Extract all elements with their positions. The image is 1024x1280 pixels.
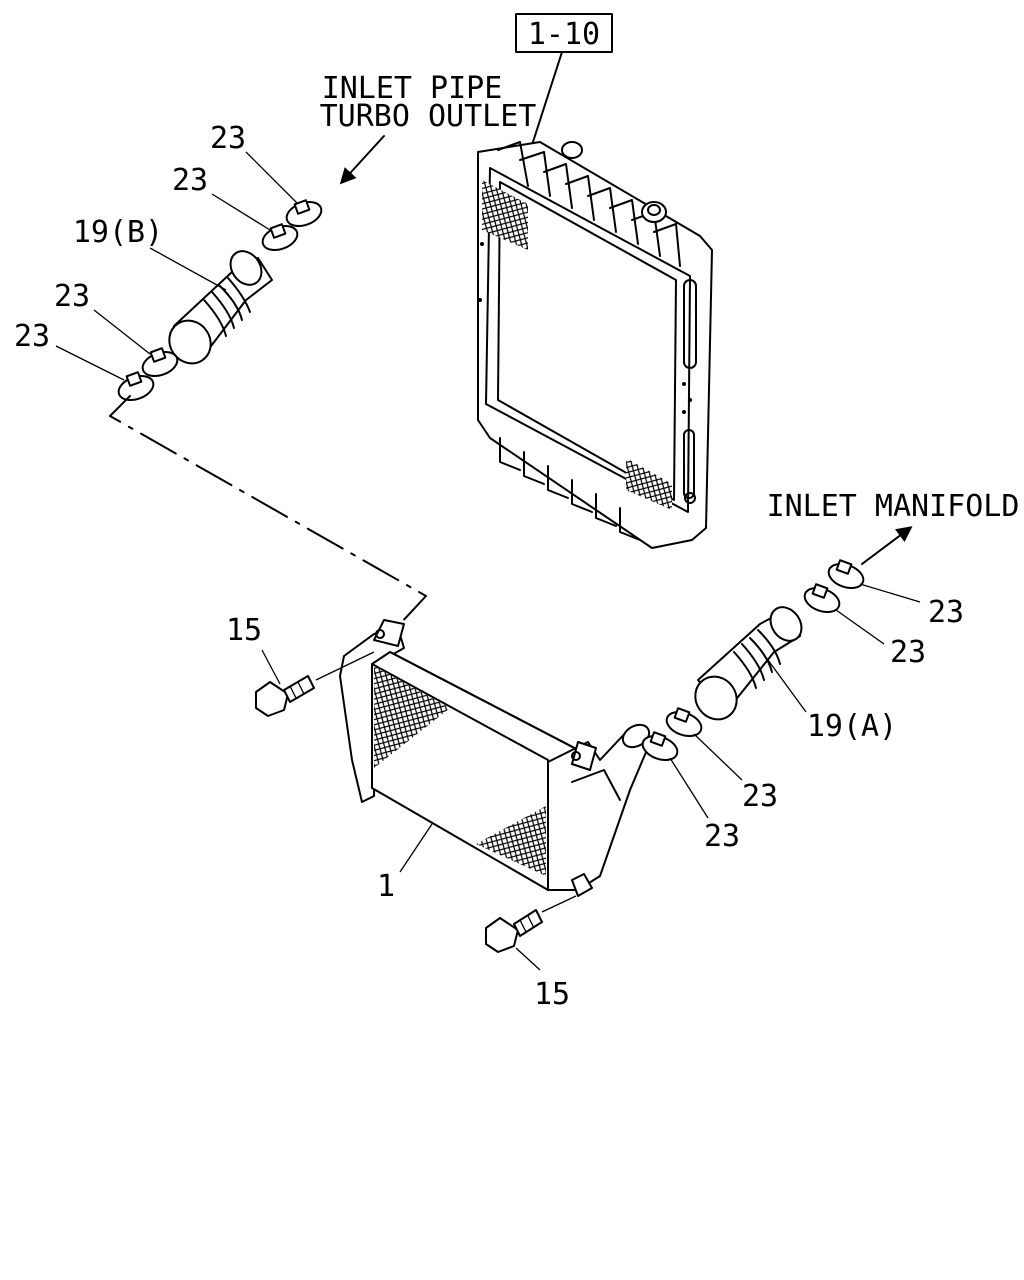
callout-clamp-upper-a: 23 [210,121,246,156]
reference-box[interactable]: 1-10 [515,13,613,53]
callout-clamp-lower-a: 23 [742,779,778,814]
hose-a-icon [694,606,803,721]
clamp-right-a-icon [827,559,865,590]
bolt-lower-icon [485,909,543,953]
callout-clamp-lower-b: 23 [704,819,740,854]
direction-label-turbo-line1: INLET PIPE [322,71,503,106]
callout-clamp-right-b: 23 [890,635,926,670]
turbo-arrow-icon [339,135,385,185]
callout-clamp-right-a: 23 [928,595,964,630]
radiator [477,141,713,549]
callout-clamp-upper-b: 23 [172,163,208,198]
bolt-upper-icon [255,675,315,717]
hose-b-icon [168,250,273,365]
intercooler-icon [339,619,653,897]
callout-clamp-left-a: 23 [54,279,90,314]
reference-box-label: 1-10 [528,17,600,52]
clamp-left-a-icon [141,347,179,378]
clamp-lower-b-icon [641,731,679,762]
clamp-upper-b-icon [261,223,299,252]
callout-bolt-lower: 15 [534,977,570,1012]
direction-label-turbo-line2: TURBO OUTLET [320,99,537,134]
clamp-upper-a-icon [285,199,323,228]
reference-leader [531,51,563,146]
callout-bolt-upper: 15 [226,613,262,648]
connection-line [109,395,427,625]
callout-hose-b: 19(B) [73,215,163,250]
callout-hose-a: 19(A) [807,709,897,744]
callout-clamp-left-b: 23 [14,319,50,354]
callout-intercooler: 1 [377,869,395,904]
clamp-right-b-icon [803,583,841,614]
clamp-left-b-icon [117,371,155,402]
clamp-lower-a-icon [665,707,703,738]
direction-label-manifold: INLET MANIFOLD [767,489,1020,524]
manifold-arrow-icon [861,526,913,565]
